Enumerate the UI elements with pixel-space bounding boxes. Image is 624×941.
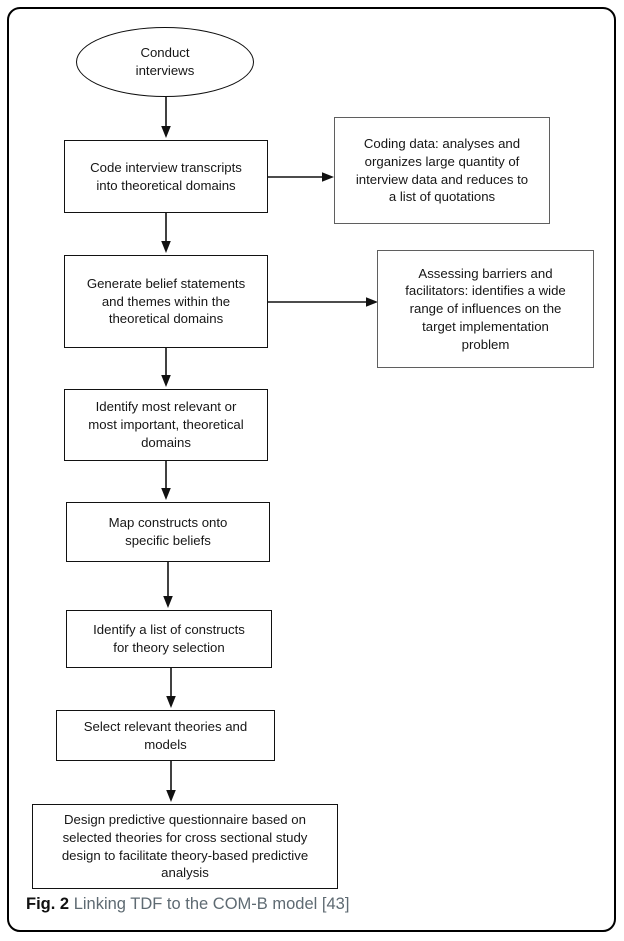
node-design-predictive-questionnaire[interactable]: Design predictive questionnaire based on… xyxy=(32,804,338,889)
node-map-constructs[interactable]: Map constructs onto specific beliefs xyxy=(66,502,270,562)
node-label: Generate belief statements and themes wi… xyxy=(86,275,246,327)
connector-generate-to-assessing xyxy=(268,291,380,313)
node-code-interview-transcripts[interactable]: Code interview transcripts into theoreti… xyxy=(64,140,268,213)
node-label: Identify most relevant or most important… xyxy=(88,399,244,450)
caption-citation: [43] xyxy=(321,895,350,913)
connector-identify-list-to-select-theories xyxy=(160,668,182,710)
caption-figure-number: Fig. 2 xyxy=(26,895,70,913)
caption-title: Linking TDF to the COM-B model xyxy=(73,895,318,913)
node-label: Coding data: analyses and organizes larg… xyxy=(355,136,529,205)
flowchart-canvas: Conduct interviews Code interview transc… xyxy=(32,27,594,889)
connector-code-to-coding-data xyxy=(268,166,336,188)
node-identify-list-of-constructs[interactable]: Identify a list of constructs for theory… xyxy=(66,610,272,668)
node-label: Identify a list of constructs for theory… xyxy=(93,622,245,655)
connector-select-theories-to-design-questionnaire xyxy=(160,761,182,804)
node-conduct-interviews[interactable]: Conduct interviews xyxy=(76,27,254,97)
connector-identify-relevant-to-map xyxy=(155,461,177,502)
node-coding-data-annotation[interactable]: Coding data: analyses and organizes larg… xyxy=(334,117,550,224)
node-label: Map constructs onto specific beliefs xyxy=(108,515,228,548)
connector-code-to-generate xyxy=(155,213,177,255)
node-label: Code interview transcripts into theoreti… xyxy=(90,159,242,193)
node-generate-belief-statements[interactable]: Generate belief statements and themes wi… xyxy=(64,255,268,348)
figure-caption: Fig. 2 Linking TDF to the COM-B model [4… xyxy=(26,895,586,915)
connector-map-to-identify-list xyxy=(157,562,179,610)
node-label: Conduct interviews xyxy=(135,45,195,78)
node-assessing-barriers-annotation[interactable]: Assessing barriers and facilitators: ide… xyxy=(377,250,594,368)
connector-conduct-to-code xyxy=(155,96,177,140)
node-label: Assessing barriers and facilitators: ide… xyxy=(405,265,566,352)
node-label: Select relevant theories and models xyxy=(83,718,248,752)
node-select-relevant-theories[interactable]: Select relevant theories and models xyxy=(56,710,275,761)
node-label: Design predictive questionnaire based on… xyxy=(61,812,309,881)
connector-generate-to-identify-relevant xyxy=(155,348,177,389)
node-identify-most-relevant[interactable]: Identify most relevant or most important… xyxy=(64,389,268,461)
